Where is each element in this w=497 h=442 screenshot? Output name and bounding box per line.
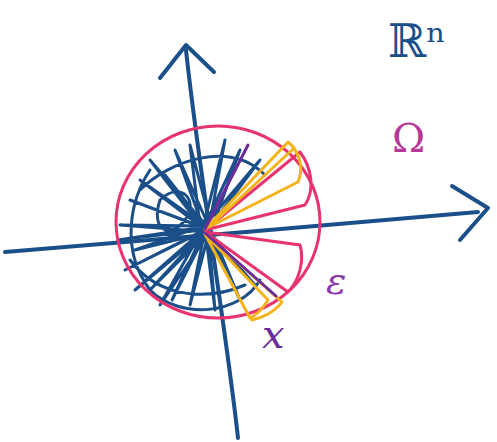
yellow-cone bbox=[205, 142, 301, 229]
pink-cone bbox=[205, 152, 311, 230]
space-label: ℝⁿ bbox=[388, 18, 446, 64]
yellow-cone bbox=[205, 234, 282, 320]
pink-ball bbox=[116, 126, 320, 318]
purple-ray bbox=[205, 145, 276, 296]
point-label: x bbox=[262, 314, 285, 354]
epsilon-label: ε bbox=[326, 262, 346, 300]
axis-arrowhead bbox=[160, 45, 214, 78]
horizontal-axis bbox=[5, 212, 478, 252]
region-label: Ω bbox=[392, 118, 425, 158]
axis-arrowhead bbox=[452, 186, 488, 240]
